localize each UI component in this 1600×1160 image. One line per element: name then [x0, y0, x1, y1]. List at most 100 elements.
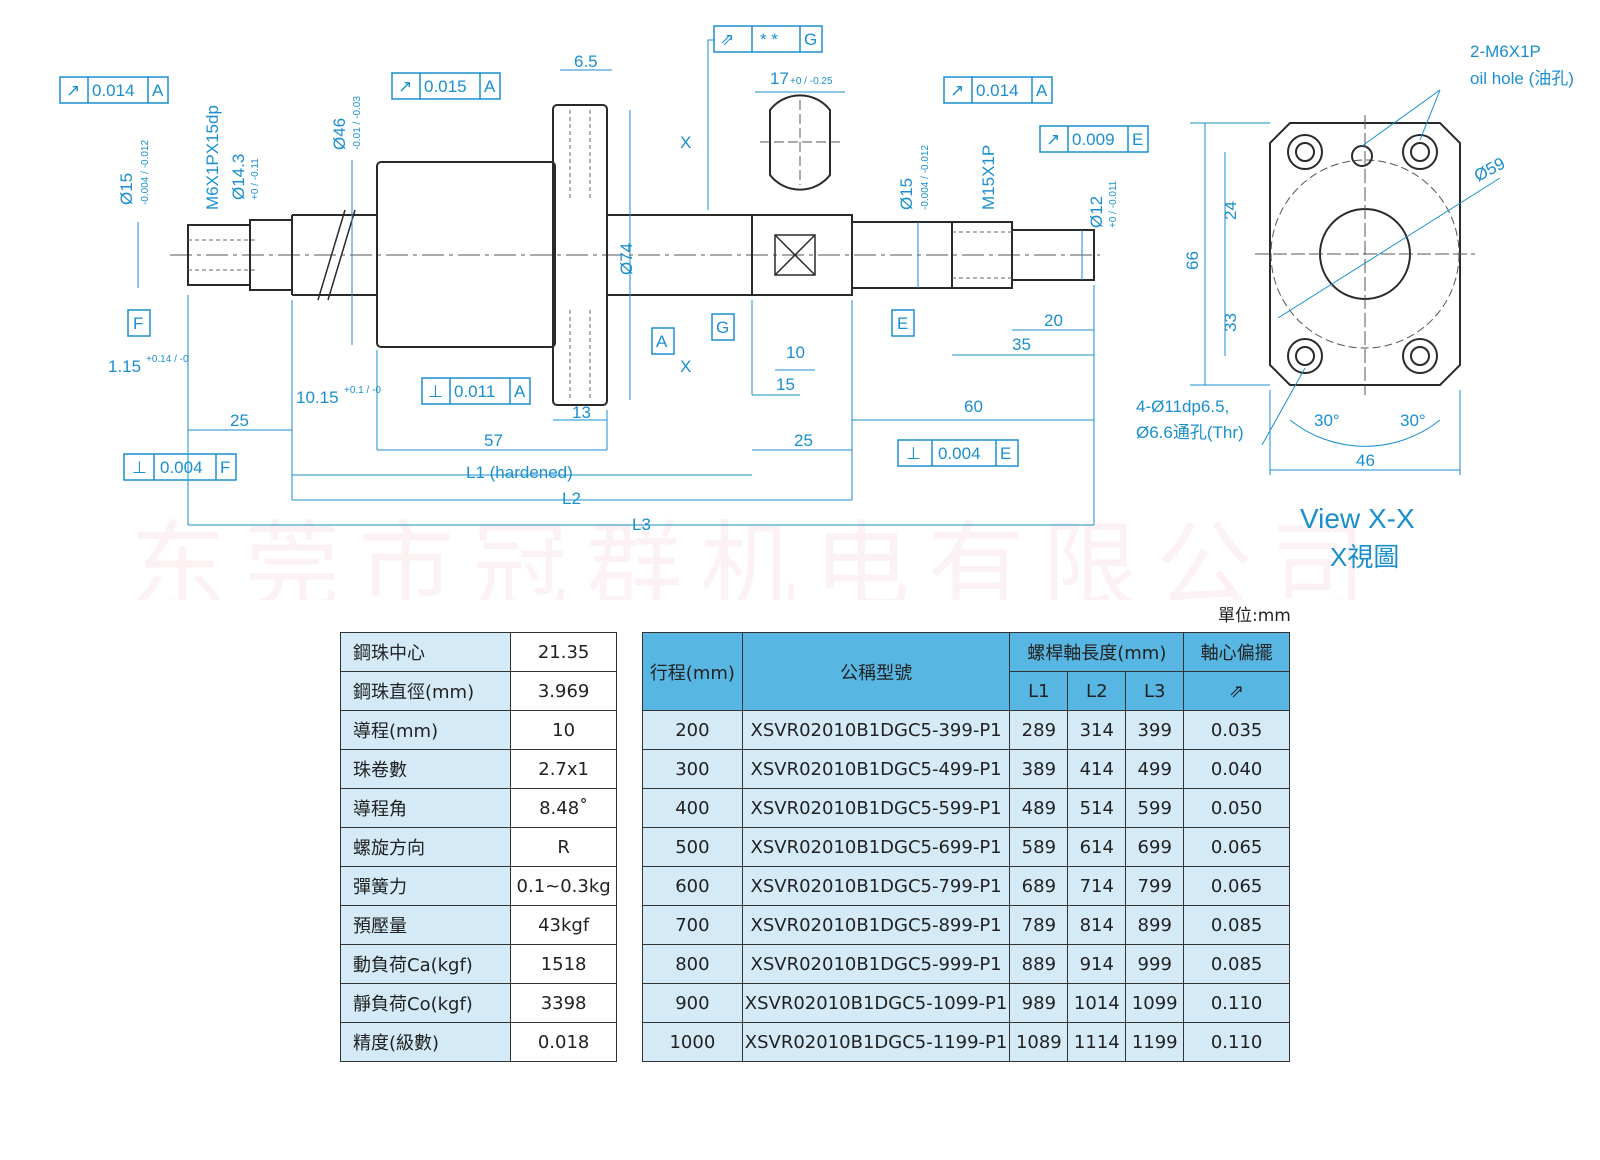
svg-text:F: F: [133, 314, 143, 333]
spec-key: 珠卷數: [339, 749, 512, 789]
view-title: View X-X: [1300, 503, 1415, 534]
spec-row: 導程(mm)10: [339, 710, 617, 750]
fcf-datum: E: [1000, 444, 1011, 463]
fcf-value: 0.004: [160, 458, 203, 477]
spec-row: 靜負荷Co(kgf)3398: [339, 983, 617, 1023]
cell-stroke: 600: [642, 866, 743, 906]
flange-outline: [1269, 122, 1461, 386]
cell-runout: 0.110: [1183, 1022, 1290, 1062]
fcf-runout-e: ↗ 0.009 E: [1039, 125, 1149, 153]
cell-stroke: 700: [642, 905, 743, 945]
datum-e: E: [891, 309, 915, 337]
fcf-value: 0.011: [454, 382, 495, 401]
fcf-datum: A: [514, 382, 526, 401]
dim-15-right: Ø15: [897, 178, 916, 210]
dim-46-view: 46: [1356, 451, 1375, 470]
spec-value: R: [510, 827, 617, 867]
spec-value: 10: [510, 710, 617, 750]
fcf-datum: A: [152, 81, 164, 100]
technical-drawing: 东莞市冠群机电有限公司: [59, 25, 1574, 600]
cell-l2: 714: [1067, 866, 1127, 906]
fcf-value: 0.009: [1072, 130, 1115, 149]
cell-model: XSVR02010B1DGC5-1199-P1: [741, 1022, 1011, 1062]
svg-text:↗: ↗: [1046, 130, 1060, 149]
view-x-x: 2-M6X1P oil hole (油孔) Ø59 66 24 33 46 4-…: [1136, 42, 1574, 572]
unit-label: 單位:mm: [1218, 606, 1291, 626]
cell-l1: 689: [1009, 866, 1069, 906]
header-runout: 軸心偏擺: [1183, 632, 1290, 672]
ball-screw-outline: [187, 104, 1095, 406]
cell-l2: 914: [1067, 944, 1127, 984]
dim-17: 17: [770, 69, 789, 88]
fcf-runout-left: ↗ 0.014 A: [59, 76, 169, 104]
svg-text:E: E: [897, 314, 908, 333]
angle-left: 30°: [1314, 411, 1340, 430]
svg-text:G: G: [716, 318, 729, 337]
spec-key: 靜負荷Co(kgf): [339, 983, 512, 1023]
view-subtitle: X視圖: [1330, 542, 1399, 572]
header-l3: L3: [1125, 671, 1185, 711]
cell-l3: 1199: [1125, 1022, 1185, 1062]
spec-key: 鋼珠中心: [339, 632, 512, 672]
dim-15-left-tol: -0.004 / -0.012: [140, 140, 151, 205]
dim-15: 15: [776, 375, 795, 394]
fcf-datum: A: [1036, 81, 1048, 100]
oil-hole-label-1: 2-M6X1P: [1470, 42, 1541, 61]
fcf-total-runout: ⇗ * * G: [707, 25, 823, 210]
spec-value: 21.35: [510, 632, 617, 672]
dim-l2: L2: [562, 489, 581, 508]
cell-l3: 599: [1125, 788, 1185, 828]
dim-m6: M6X1PX15dp: [203, 105, 222, 210]
cell-stroke: 1000: [642, 1022, 743, 1062]
datum-g: G: [711, 313, 735, 341]
cell-stroke: 800: [642, 944, 743, 984]
fcf-runout-mid: ↗ 0.015 A: [391, 72, 501, 100]
dim-13: 13: [572, 403, 591, 422]
nut-body: [376, 161, 556, 348]
spec-value: 43kgf: [510, 905, 617, 945]
cell-runout: 0.110: [1183, 983, 1290, 1023]
fcf-perp-e: ⊥ 0.004 E: [897, 439, 1019, 467]
dim-25-right: 25: [794, 431, 813, 450]
cell-l3: 899: [1125, 905, 1185, 945]
section-x-bottom: X: [680, 357, 691, 376]
fcf-datum: F: [220, 458, 230, 477]
fcf-value: 0.014: [92, 81, 135, 100]
dim-57: 57: [484, 431, 503, 450]
fcf-perp-a: ⊥ 0.011 A: [421, 377, 531, 405]
cell-l2: 314: [1067, 710, 1127, 750]
cell-model: XSVR02010B1DGC5-1099-P1: [741, 983, 1011, 1023]
dim-74: Ø74: [617, 243, 636, 275]
spec-row: 動負荷Ca(kgf)1518: [339, 944, 617, 984]
fcf-value: * *: [760, 30, 778, 49]
fcf-datum: A: [484, 77, 496, 96]
cell-model: XSVR02010B1DGC5-499-P1: [741, 749, 1011, 789]
dim-14-3-tol: +0 / -0.11: [250, 158, 261, 200]
dim-12: Ø12: [1087, 196, 1106, 228]
svg-text:↗: ↗: [398, 77, 412, 96]
section-x-top: X: [680, 133, 691, 152]
dim-25-left: 25: [230, 411, 249, 430]
break-marks: [317, 209, 356, 301]
holes-label-1: 4-Ø11dp6.5,: [1136, 397, 1229, 416]
nut-flange: [552, 104, 608, 406]
datum-f: F: [127, 309, 151, 337]
cell-model: XSVR02010B1DGC5-399-P1: [741, 710, 1011, 750]
dim-14-3: Ø14.3: [229, 154, 248, 200]
dim-12-tol: +0 / -0.011: [1108, 180, 1119, 228]
cell-l2: 614: [1067, 827, 1127, 867]
dimension-texts: 6.5 17 +0 / -0.25 X X 1.15 +0.14 / -0 10…: [108, 52, 1119, 534]
cell-runout: 0.085: [1183, 905, 1290, 945]
cell-l1: 889: [1009, 944, 1069, 984]
spec-key: 動負荷Ca(kgf): [339, 944, 512, 984]
cell-stroke: 400: [642, 788, 743, 828]
spec-key: 預壓量: [339, 905, 512, 945]
